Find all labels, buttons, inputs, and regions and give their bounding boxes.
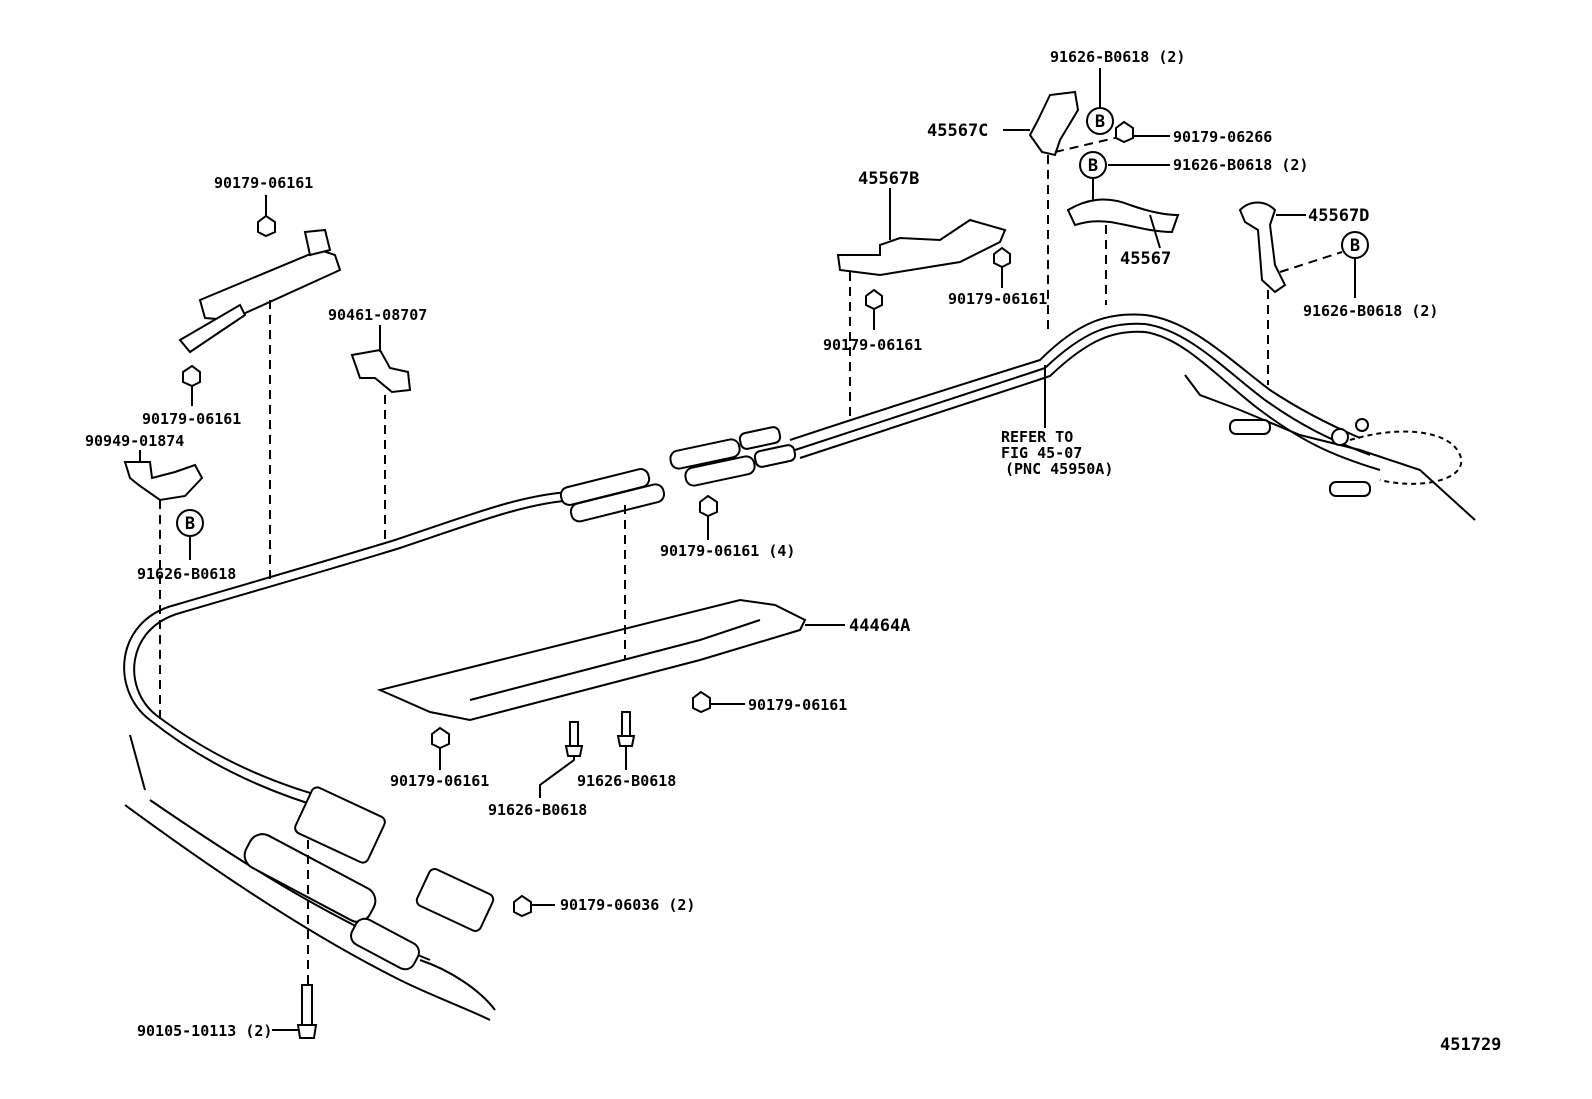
dashed-reference-lines bbox=[159, 137, 1343, 985]
label-90179-06161-b: 90179-06161 bbox=[142, 410, 241, 428]
nut-icon bbox=[182, 364, 201, 388]
label-90179-06161-4: 90179-06161 (4) bbox=[660, 542, 795, 560]
svg-text:B: B bbox=[1095, 112, 1105, 132]
bracket-45567d bbox=[1238, 201, 1287, 294]
label-90105-10113-2: 90105-10113 (2) bbox=[137, 1022, 272, 1040]
bracket-90949-01874 bbox=[123, 461, 204, 502]
part-labels: 91626-B0618 (2) 45567C 90179-06266 91626… bbox=[85, 48, 1501, 1055]
label-90179-06266: 90179-06266 bbox=[1173, 128, 1272, 146]
bolt-icon bbox=[296, 984, 318, 1039]
bolt-icon bbox=[564, 721, 584, 757]
bracket-45567b bbox=[836, 218, 1007, 277]
bracket-90461-08707 bbox=[350, 348, 412, 394]
bracket-45567c bbox=[1028, 90, 1080, 157]
lower-left-mechanism bbox=[124, 734, 496, 1021]
label-91626-b0618-2-right: 91626-B0618 (2) bbox=[1303, 302, 1438, 320]
cable-connector-sleeves bbox=[559, 426, 797, 523]
nut-icon bbox=[699, 494, 718, 518]
label-45567c: 45567C bbox=[927, 121, 988, 141]
label-90949-01874: 90949-01874 bbox=[85, 432, 184, 450]
fasteners bbox=[182, 120, 1134, 1039]
upper-left-bracket bbox=[178, 228, 342, 354]
svg-text:B: B bbox=[1350, 236, 1360, 256]
label-45567d: 45567D bbox=[1308, 206, 1369, 226]
reference-note-line1: REFER TO bbox=[1001, 428, 1073, 446]
bolt-icon bbox=[616, 711, 636, 747]
nut-icon bbox=[257, 214, 276, 238]
right-side-mechanism bbox=[1184, 374, 1476, 521]
label-45567: 45567 bbox=[1120, 249, 1171, 269]
label-90179-06036-2: 90179-06036 (2) bbox=[560, 896, 695, 914]
svg-text:B: B bbox=[1088, 156, 1098, 176]
clip-45567 bbox=[1066, 198, 1180, 234]
nut-icon bbox=[865, 288, 883, 311]
leader-lines bbox=[139, 68, 1356, 1031]
label-90461-08707: 90461-08707 bbox=[328, 306, 427, 324]
label-91626-b0618-g: 91626-B0618 bbox=[577, 772, 676, 790]
plate-44464a bbox=[376, 598, 807, 722]
reference-note-line3: (PNC 45950A) bbox=[1005, 460, 1113, 478]
figure-number: 451729 bbox=[1440, 1035, 1501, 1055]
callout-b-4: B bbox=[176, 509, 204, 537]
label-91626-b0618-2-mid: 91626-B0618 (2) bbox=[1173, 156, 1308, 174]
callout-markers: B B B B bbox=[176, 107, 1369, 537]
label-45567b: 45567B bbox=[858, 169, 919, 189]
label-91626-b0618-h: 91626-B0618 bbox=[488, 801, 587, 819]
callout-b-3: B bbox=[1341, 231, 1369, 259]
callout-b-1: B bbox=[1086, 107, 1114, 135]
nut-icon bbox=[431, 726, 450, 750]
reference-note-line2: FIG 45-07 bbox=[1001, 444, 1082, 462]
label-90179-06161-c: 90179-06161 bbox=[823, 336, 922, 354]
nut-icon bbox=[692, 690, 711, 714]
label-90179-06161-f: 90179-06161 bbox=[390, 772, 489, 790]
brake-cable-assembly bbox=[123, 313, 1381, 811]
nut-icon bbox=[1115, 120, 1134, 144]
label-44464a: 44464A bbox=[849, 616, 910, 636]
nut-icon bbox=[993, 246, 1011, 269]
nut-icon bbox=[513, 894, 532, 918]
label-91626-b0618-2-top: 91626-B0618 (2) bbox=[1050, 48, 1185, 66]
label-90179-06161-d: 90179-06161 bbox=[948, 290, 1047, 308]
label-90179-06161-e: 90179-06161 bbox=[748, 696, 847, 714]
callout-b-2: B bbox=[1079, 151, 1107, 179]
label-91626-b0618-left: 91626-B0618 bbox=[137, 565, 236, 583]
svg-text:B: B bbox=[185, 514, 195, 534]
label-90179-06161-a: 90179-06161 bbox=[214, 174, 313, 192]
